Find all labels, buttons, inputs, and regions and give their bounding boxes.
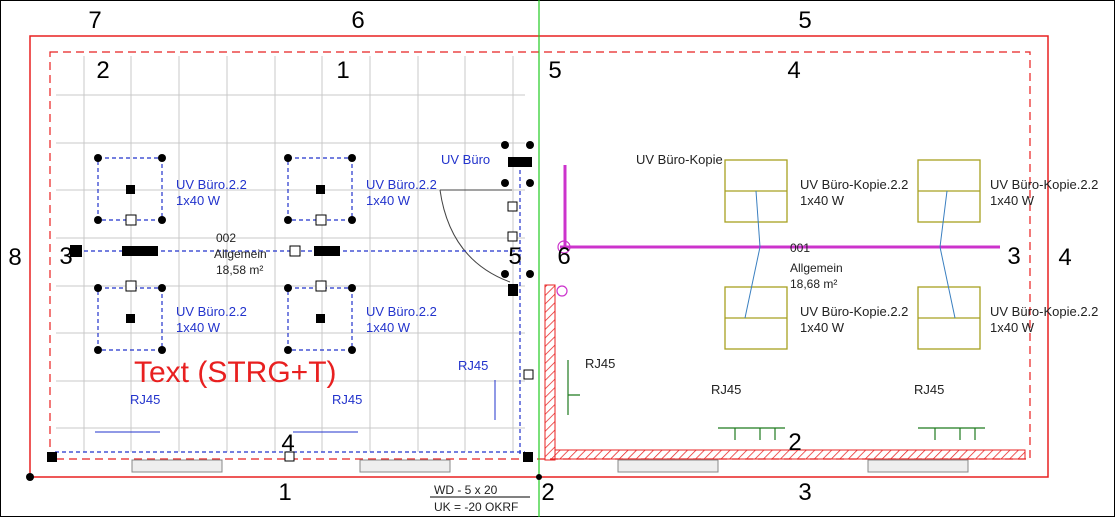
axis-label-bottom-1: 1 (278, 479, 291, 506)
network-outlets (567, 360, 985, 440)
door-swing (439, 189, 511, 283)
inner-label-mid-3-left: 3 (59, 243, 72, 270)
axis-label-top-7: 7 (88, 7, 101, 34)
fixture-label-name: UV Büro.2.2 (176, 177, 247, 192)
axis-label-bottom-2: 2 (541, 479, 554, 506)
pipe-fittings (556, 240, 571, 297)
inner-label-top-4: 4 (787, 57, 800, 84)
fixture-label-name: UV Büro.2.2 (366, 177, 437, 192)
luminaire-nodes-left (26, 141, 542, 481)
fixture-label-power: 1x40 W (366, 193, 411, 208)
fixture-label-name: UV Büro-Kopie.2.2 (800, 177, 908, 192)
room-name: Allgemein (214, 247, 267, 261)
fixture-label-name: UV Büro-Kopie.2.2 (800, 304, 908, 319)
fixture-label-power: 1x40 W (800, 193, 845, 208)
fixture-label-name: UV Büro.2.2 (366, 304, 437, 319)
pipe-run (560, 165, 1000, 249)
inner-label-mid-3-right: 3 (1007, 243, 1020, 270)
fixture-label-power: 1x40 W (176, 320, 221, 335)
axis-label-top-6: 6 (351, 7, 364, 34)
room-number: 001 (790, 241, 810, 255)
fixture-label-power: 1x40 W (366, 320, 411, 335)
inner-label-mid-5: 5 (508, 243, 521, 270)
axis-label-top-5: 5 (798, 7, 811, 34)
inner-label-top-2: 2 (96, 57, 109, 84)
inner-label-top-1: 1 (336, 57, 349, 84)
axis-label-right: 4 (1058, 244, 1071, 271)
panel-label-right: UV Büro-Kopie (636, 152, 723, 167)
fixture-label-name: UV Büro-Kopie.2.2 (990, 304, 1098, 319)
fixture-label-power: 1x40 W (990, 320, 1035, 335)
exterior-wall-right (554, 449, 1026, 460)
room-area: 18,68 m² (790, 277, 837, 291)
inner-label-bottom-2: 2 (788, 429, 801, 456)
inner-label-top-5: 5 (548, 57, 561, 84)
fixture-label-power: 1x40 W (800, 320, 845, 335)
fixture-label-power: 1x40 W (990, 193, 1035, 208)
rj45-label: RJ45 (711, 382, 741, 397)
rj45-label: RJ45 (585, 356, 615, 371)
room-name: Allgemein (790, 261, 843, 275)
switch-symbols-left (125, 201, 534, 462)
fixture-links-right (744, 190, 956, 319)
partition-wall (544, 284, 556, 461)
text-placeholder[interactable]: Text (STRG+T) (134, 356, 337, 389)
rj45-label: RJ45 (458, 358, 488, 373)
panel-label-left: UV Büro (441, 152, 490, 167)
opening-size: WD - 5 x 20 (434, 483, 498, 497)
room-area: 18,58 m² (216, 263, 263, 277)
network-outlets-left (95, 380, 496, 433)
axis-label-left: 8 (8, 244, 21, 271)
rj45-label: RJ45 (914, 382, 944, 397)
luminaire-groups-left (55, 157, 525, 455)
fixture-label-name: UV Büro.2.2 (176, 304, 247, 319)
opening-height: UK = -20 OKRF (434, 500, 518, 514)
fixture-label-name: UV Büro-Kopie.2.2 (990, 177, 1098, 192)
inner-label-mid-6: 6 (557, 243, 570, 270)
rj45-label: RJ45 (332, 392, 362, 407)
inner-wall-outline (49, 51, 1031, 460)
room-number: 002 (216, 231, 236, 245)
inner-label-bottom-4: 4 (281, 430, 294, 457)
windows (131, 459, 969, 473)
rj45-label: RJ45 (130, 392, 160, 407)
fixture-label-power: 1x40 W (176, 193, 221, 208)
axis-label-bottom-3: 3 (798, 479, 811, 506)
